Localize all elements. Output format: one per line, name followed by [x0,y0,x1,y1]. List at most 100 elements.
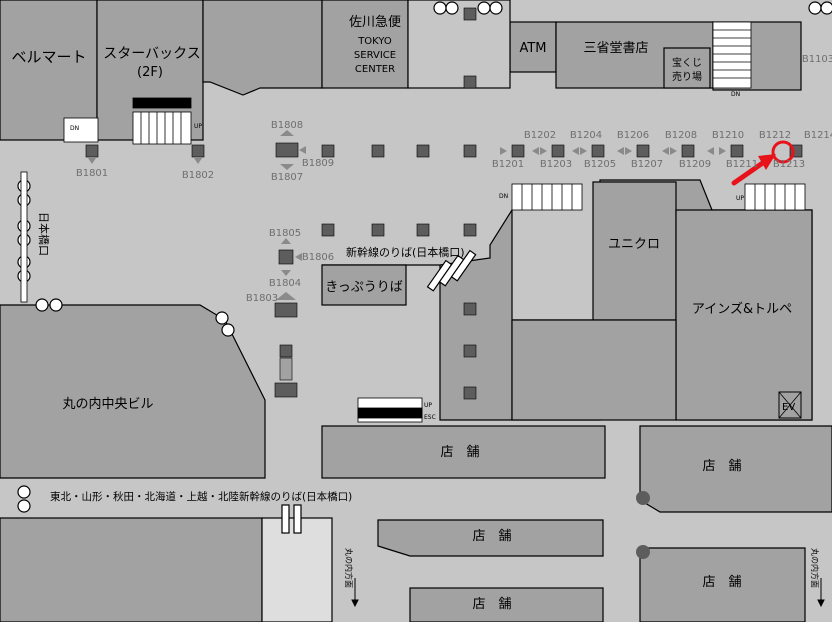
label-atm: ATM [519,41,546,56]
gate-nihonbashi-center[interactable] [426,249,477,292]
stairs-up-right-steps [754,184,796,210]
exit-b1805: B1805 [269,228,301,239]
label-esc-center: ESC [424,414,436,421]
label-dn-left: DN [70,125,79,132]
label-kippu: きっぷうりば [325,280,402,295]
label-marunouchi-dir-right: 丸の内方面 [810,548,820,588]
pillars [85,7,803,400]
exit-labels: B1808 B1809 B1807 B1801 B1802 B1202 B120… [76,54,832,304]
kippu-office [321,264,407,306]
label-marunouchi-dir-left: 丸の内方面 [344,548,354,588]
location-arrow-shaft [731,159,767,186]
location-circle [771,140,795,164]
label-sagawa-en1: TOKYO [357,36,392,47]
exit-b1212: B1212 [759,130,791,141]
exit-b1206: B1206 [617,130,649,141]
label-takarakuji-1: 宝くじ [672,56,702,69]
stairs-top-right-steps [713,29,751,79]
exit-b1802: B1802 [182,170,214,181]
exit-b1204: B1204 [570,130,602,141]
label-up-starbucks: UP [194,123,202,130]
label-nihonbashi-exit: 日本橋口 [37,212,51,256]
ainz-store [675,209,813,421]
exit-arrows [88,130,726,300]
gate-lower[interactable] [281,504,302,534]
exit-b1209: B1209 [679,159,711,170]
takarakuji-booth [663,47,711,89]
label-up-center: UP [424,402,432,409]
label-shinkansen: 新幹線のりば(日本橋口) [346,245,465,259]
current-location-marker [731,140,795,186]
area-labels: 新幹線のりば(日本橋口) 東北・山形・秋田・北海道・上越・北陸新幹線のりば(日本… [37,212,820,588]
exit-b1201: B1201 [492,159,524,170]
label-ev: EV [782,402,795,413]
label-sagawa: 佐川急便 [349,15,401,30]
shop-block-4 [639,547,806,622]
label-sagawa-en2: SERVICE [354,50,396,61]
label-sanseido: 三省堂書店 [583,41,648,56]
exit-b1207: B1207 [631,159,663,170]
shop-block-1 [321,425,606,479]
exit-b1208: B1208 [665,130,697,141]
exit-b1808: B1808 [271,120,303,131]
stairs-dn-center[interactable] [511,183,583,211]
exit-b1205: B1205 [584,159,616,170]
exit-b1203: B1203 [540,159,572,170]
escalator-starbucks-steps [140,112,182,144]
direction-arrows [351,578,825,608]
stairs-dn-left[interactable] [63,117,99,143]
label-shop-3: 店 舗 [472,529,511,544]
atm-block [509,21,557,73]
door-nihonbashi-bar [20,171,28,303]
location-arrow-head [758,154,776,170]
label-ainz: アインズ&トルペ [692,301,792,317]
label-starbucks-floor: (2F) [137,65,163,80]
escalator-center-rails [357,407,423,419]
lower-left-block [0,517,263,622]
shop-block-3 [377,519,604,557]
stairs-dn-center-steps [521,184,573,210]
stairs-group [63,21,806,423]
label-shop-1: 店 舗 [440,445,479,460]
marunouchi-chuo-building [0,304,266,479]
label-bellmart: ベルマート [11,48,86,66]
label-dn-center: DN [499,193,508,200]
label-shop-5: 店 舗 [472,597,511,612]
label-dn-top-right: DN [731,91,740,98]
label-tohoku-line: 東北・山形・秋田・北海道・上越・北陸新幹線のりば(日本橋口) [50,490,352,503]
middle-block [202,0,323,96]
exit-b1202: B1202 [524,130,556,141]
stairs-top-right[interactable] [712,21,752,89]
elevator-cross-2 [778,391,802,419]
exit-b1806: B1806 [302,252,334,263]
exit-b1214: B1214 [804,130,832,141]
stair-labels: DN UP DN DN UP UP ESC [70,91,744,421]
bellmart-block [0,0,98,141]
escalator-starbucks-rails [132,97,192,109]
exit-b1103: B1103 [802,54,832,65]
exit-b1804: B1804 [269,278,301,289]
exit-b1803: B1803 [246,293,278,304]
label-takarakuji-2: 売り場 [672,70,702,83]
uniqlo-store [592,181,677,321]
label-starbucks: スターバックス [103,46,200,62]
block-center-right [511,319,677,421]
round-pillars [636,491,650,559]
label-shop-4: 店 舗 [702,575,741,590]
wall-top-center [407,0,511,89]
exit-b1809: B1809 [302,158,334,169]
store-labels: ベルマート スターバックス (2F) 佐川急便 TOKYO SERVICE CE… [11,15,792,612]
label-sagawa-en3: CENTER [355,64,395,75]
sagawa-block [321,0,409,89]
exit-b1807: B1807 [271,172,303,183]
label-up-right: UP [736,195,744,202]
shop-block-2 [639,425,832,513]
exit-b1211: B1211 [726,159,758,170]
label-uniqlo: ユニクロ [608,237,660,252]
escalator-starbucks[interactable] [132,111,192,145]
svg-text:丸の内方面: 丸の内方面 [810,548,820,588]
exit-b1801: B1801 [76,168,108,179]
label-marunouchi-bldg: 丸の内中央ビル [62,396,153,412]
exit-b1213: B1213 [773,159,805,170]
